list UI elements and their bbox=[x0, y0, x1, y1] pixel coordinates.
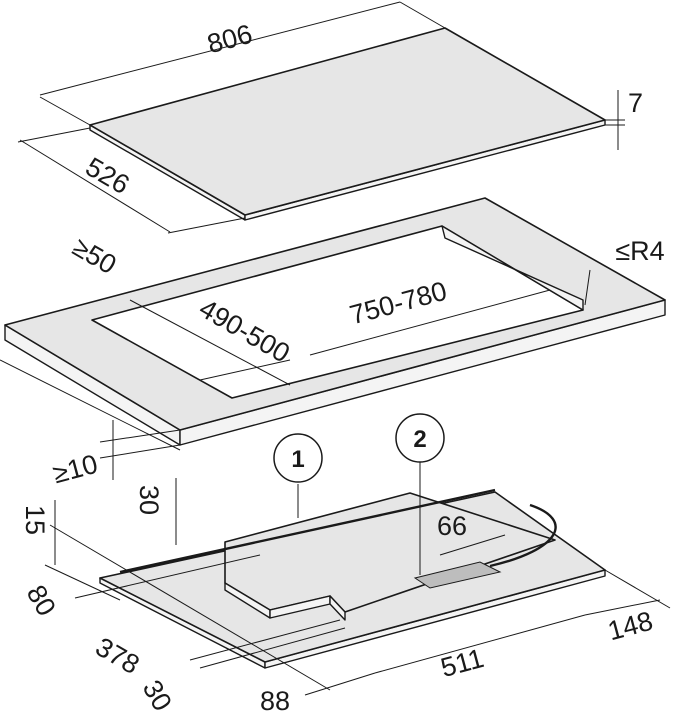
label-750-780: 750-780 bbox=[347, 276, 450, 331]
callout-1: 1 bbox=[273, 433, 323, 483]
worktop-dimension-lines bbox=[0, 269, 591, 480]
label-r4: ≤R4 bbox=[615, 236, 664, 266]
svg-text:2: 2 bbox=[413, 426, 426, 453]
label-30-bottom: 30 bbox=[137, 675, 178, 716]
label-7: 7 bbox=[628, 88, 643, 118]
callout-2: 2 bbox=[395, 413, 445, 463]
label-806: 806 bbox=[204, 19, 255, 60]
label-511: 511 bbox=[438, 643, 487, 683]
label-378: 378 bbox=[90, 632, 144, 681]
glass-dimension-lines bbox=[17, 1, 625, 234]
label-66: 66 bbox=[437, 511, 467, 541]
label-88: 88 bbox=[260, 686, 290, 716]
glass-ceramic-top bbox=[89, 27, 606, 221]
hob-body bbox=[99, 488, 606, 669]
label-526: 526 bbox=[80, 152, 134, 201]
label-490-500: 490-500 bbox=[194, 293, 295, 369]
label-80: 80 bbox=[21, 580, 62, 621]
worktop-with-cutout bbox=[4, 197, 666, 446]
label-30-step: 30 bbox=[134, 485, 164, 515]
connection-box bbox=[413, 561, 502, 589]
svg-text:1: 1 bbox=[291, 446, 304, 473]
hob-dimension-lines bbox=[44, 462, 671, 696]
label-min-50: ≥50 bbox=[68, 232, 122, 280]
label-15: 15 bbox=[20, 505, 50, 535]
label-148: 148 bbox=[605, 606, 656, 647]
label-min-10: ≥10 bbox=[50, 449, 101, 490]
